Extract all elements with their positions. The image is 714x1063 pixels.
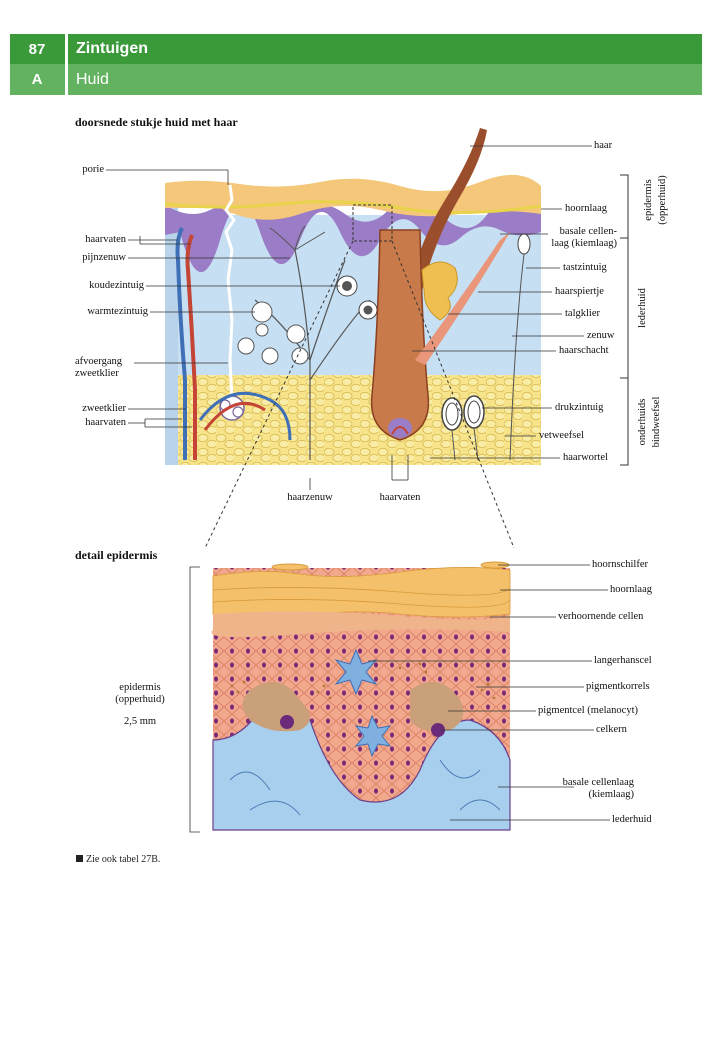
label-hoornlaag: hoornlaag [565,203,607,214]
label-afvoergang-zweetklier: zweetklier [75,368,119,379]
label-porie: porie [82,164,104,175]
section-letter: A [31,71,43,88]
section-header: A Huid [10,64,702,95]
label-haar: haar [594,140,613,151]
label-drukzintuig: drukzintuig [555,402,604,413]
detail-label-hoornschilfer: hoornschilfer [592,559,648,570]
detail-label-epidermis: epidermis [119,682,161,693]
figure-top-title: doorsnede stukje huid met haar [75,115,238,129]
bracket-epidermis: epidermis [643,179,654,221]
chapter-header: 87 Zintuigen [10,34,702,64]
detail-label-opperhuid: (opperhuid) [115,694,165,705]
bracket-bindweefsel: bindweefsel [651,396,662,448]
label-pijnzenuw: pijnzenuw [82,252,126,263]
label-haarzenuw: haarzenuw [287,492,333,503]
label-zweetklier: zweetklier [82,403,126,414]
detail-label-hoornlaag: hoornlaag [610,584,652,595]
label-haarvaten-root: haarvaten [379,492,421,503]
label-warmtezintuig: warmtezintuig [87,306,148,317]
touch-receptor [517,233,531,255]
chapter-title: Zintuigen [76,40,148,57]
detail-label-basale-cellenlaag: basale cellenlaag [562,777,634,788]
label-koudezintuig: koudezintuig [89,280,144,291]
label-vetweefsel: vetweefsel [539,430,584,441]
artery [185,234,197,460]
label-haarschacht: haarschacht [559,345,609,356]
label-zenuw: zenuw [587,330,615,341]
header-divider [65,64,68,95]
figure-bottom-title: detail epidermis [75,548,158,562]
detail-label-langerhanscel: langerhanscel [594,655,652,666]
chapter-number: 87 [28,40,46,58]
arrector-pili-muscle [415,232,510,365]
label-talgklier: talgklier [565,308,600,319]
footnote-text: Zie ook tabel 27B. [86,854,161,865]
detail-label-pigmentkorrels: pigmentkorrels [586,681,650,692]
leader-lines-right [412,145,592,459]
label-tastzintuig: tastzintuig [563,262,607,273]
epidermis-detail-illustration [211,561,511,831]
label-haarspiertje: haarspiertje [555,286,604,297]
sebaceous-gland [421,261,458,321]
hair-follicle [370,229,430,441]
detail-label-lederhuid: lederhuid [612,814,652,825]
header-divider [65,34,68,64]
footnote: Zie ook tabel 27B. [76,854,160,865]
bracket-opperhuid: (opperhuid) [657,175,668,225]
leader-lines-detail [189,564,610,833]
label-afvoergang: afvoergang [75,356,123,367]
block-side-face [165,190,178,465]
label-haarvaten-bottom: haarvaten [85,417,126,428]
detail-label-celkern: celkern [596,724,627,735]
footnote-square-icon [76,855,83,862]
section-title: Huid [76,70,109,88]
detail-label-kiemlaag: (kiemlaag) [588,789,634,800]
label-haarwortel: haarwortel [563,452,608,463]
label-kiemlaag: laag (kiemlaag) [551,238,617,249]
label-haarvaten-top: haarvaten [85,234,126,245]
warmth-receptors [237,301,309,365]
detail-label-thickness: 2,5 mm [123,716,157,727]
detail-label-verhoornende-cellen: verhoornende cellen [558,611,644,622]
leader-lines-left [106,169,340,428]
vein [175,227,187,460]
bracket-onderhuids: onderhuids [637,398,648,446]
label-basale-cellenlaag: basale cellen- [559,226,617,237]
subcutaneous-fat-layer [165,375,541,465]
bracket-lederhuid: lederhuid [637,288,648,328]
page-margin [0,0,714,34]
nerve-fibers [254,249,371,460]
layer-brackets [620,174,629,466]
detail-label-pigmentcel: pigmentcel (melanocyt) [538,705,639,716]
